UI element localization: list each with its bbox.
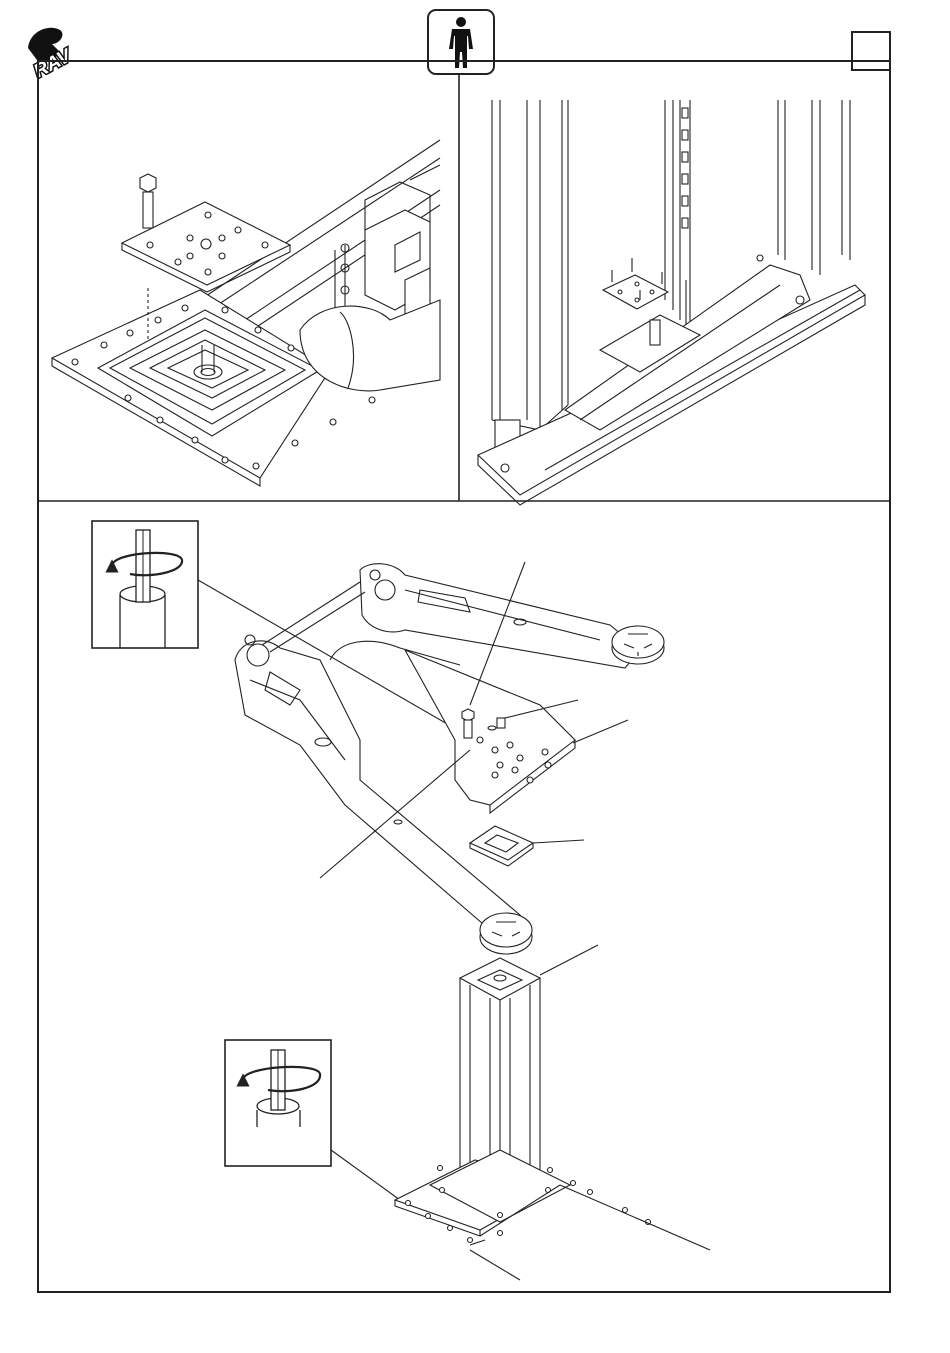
plate-and-bolt-installation-drawing bbox=[52, 140, 440, 486]
brand-logo: RAV bbox=[28, 28, 76, 83]
lift-arms-and-column-exploded-drawing bbox=[235, 562, 710, 1280]
leader-line bbox=[331, 1150, 400, 1200]
column-frame-overview-drawing bbox=[478, 100, 865, 505]
operator-figure-icon bbox=[428, 10, 494, 74]
step-number-box bbox=[852, 32, 890, 70]
wrench-rotation-icon bbox=[92, 521, 198, 648]
wrench-rotation-icon bbox=[225, 1040, 331, 1166]
